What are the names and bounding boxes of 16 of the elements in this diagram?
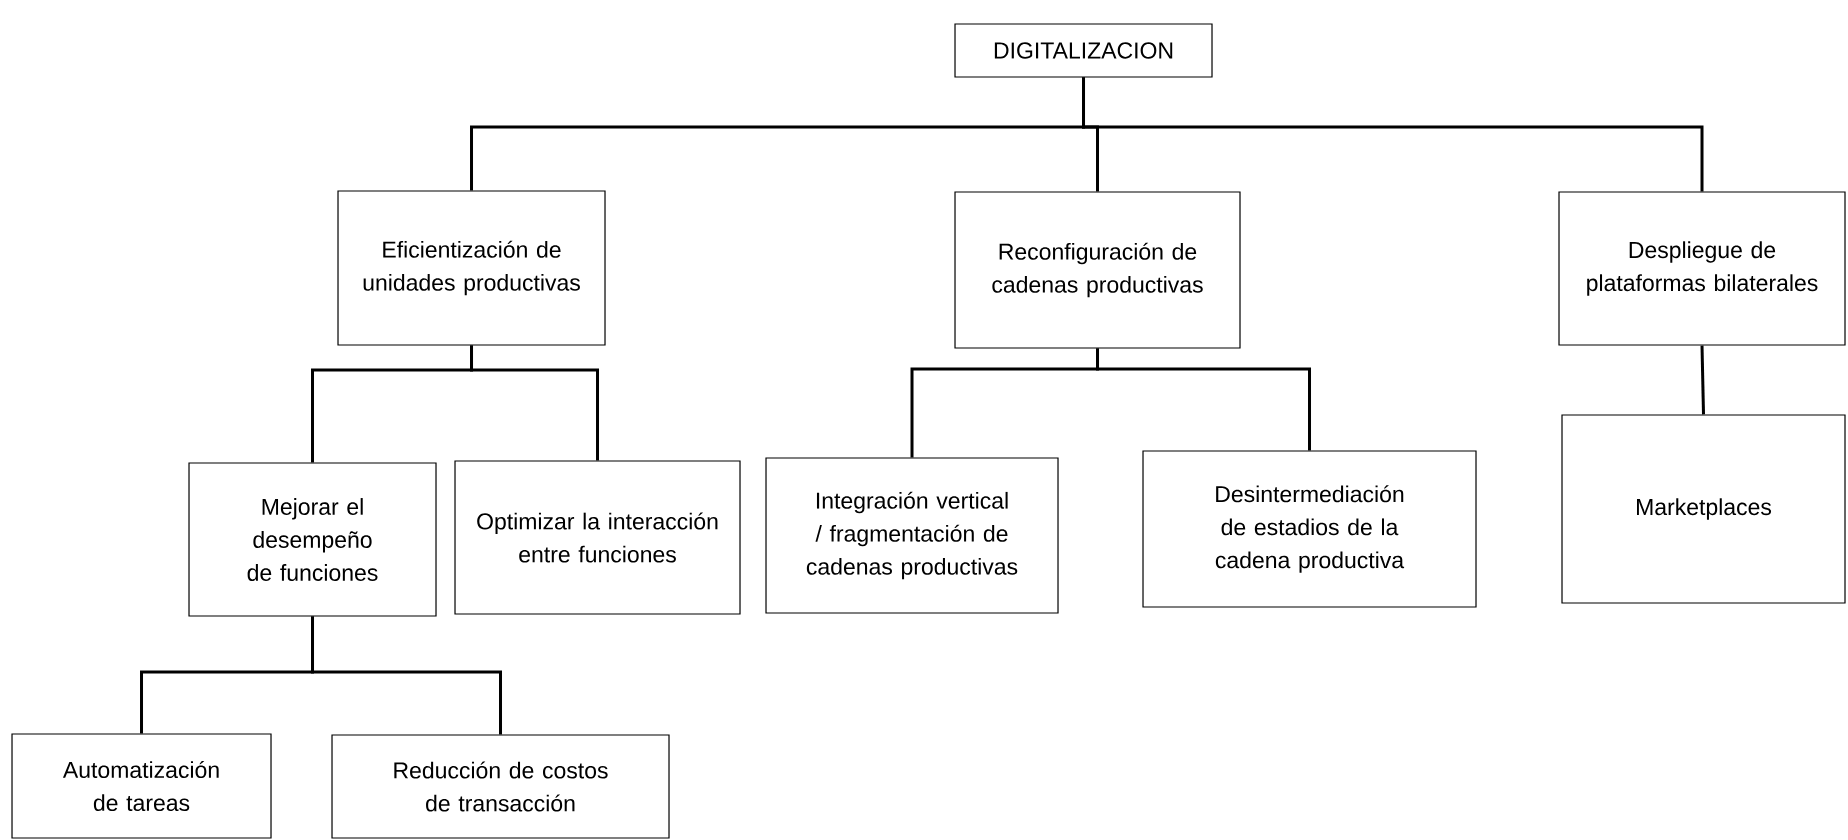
process-box: Mejorar el desempeño de funciones [188, 462, 437, 617]
connector [470, 345, 599, 461]
connector [1096, 348, 1311, 451]
process-box: Automatización de tareas [11, 733, 272, 839]
connector [1700, 345, 1705, 415]
process-box: Integración vertical / fragmentación de cadenas productivas [765, 457, 1059, 614]
process-box: Reducción de costos de transacción [331, 734, 670, 839]
process-box: Eficientización de unidades productivas [337, 190, 606, 346]
connector [311, 616, 502, 735]
connector [1082, 77, 1704, 192]
process-box: Despliegue de plataformas bilaterales [1558, 191, 1846, 346]
process-box: Desintermediación de estadios de la cadena productiva [1142, 450, 1477, 608]
title-box: DIGITALIZACION [954, 23, 1213, 78]
process-box: Marketplaces [1561, 414, 1846, 604]
process-box: Optimizar la interacción entre funciones [454, 460, 741, 615]
process-box: Reconfiguración de cadenas productivas [954, 191, 1241, 349]
